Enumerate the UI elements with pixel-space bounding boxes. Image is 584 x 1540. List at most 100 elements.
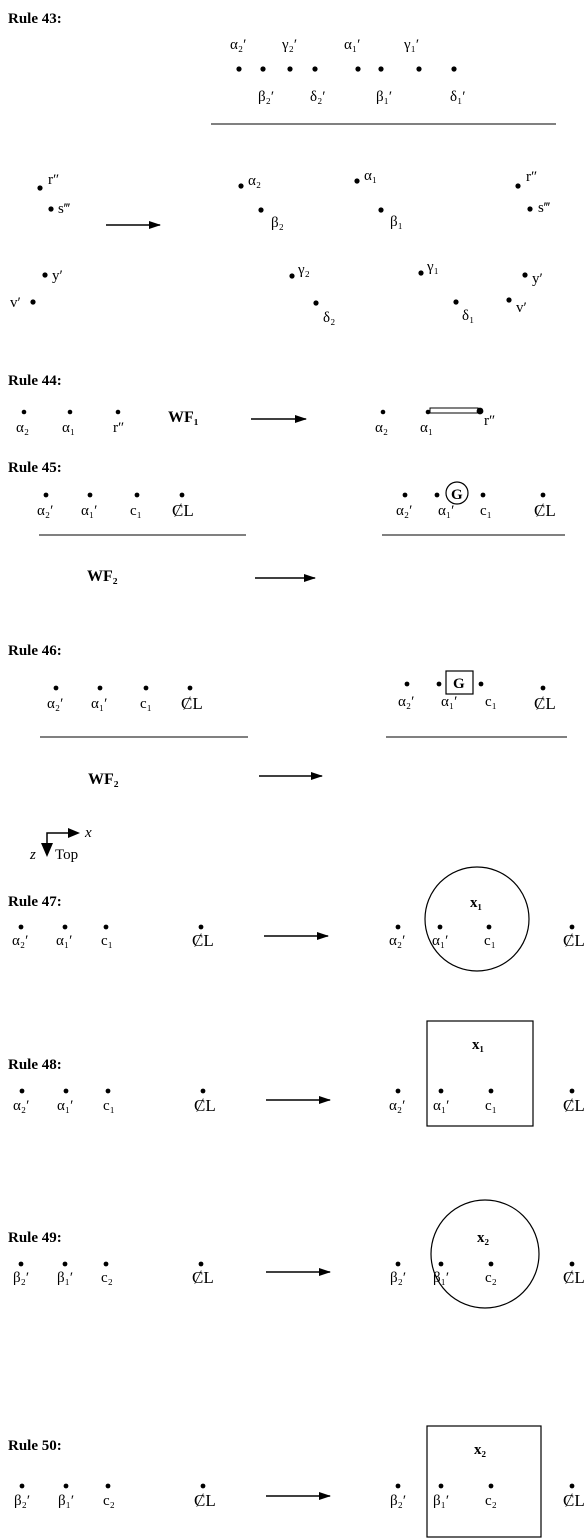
r45-right-label: c₁ <box>480 503 492 519</box>
point <box>103 1261 109 1267</box>
r47-left-label: α₁′ <box>56 933 72 949</box>
point <box>19 1088 25 1094</box>
point <box>453 299 459 305</box>
point <box>236 66 242 72</box>
point <box>354 178 360 184</box>
r43-right-label: y′ <box>532 271 543 287</box>
point <box>30 299 36 305</box>
point <box>569 1261 575 1267</box>
point <box>395 1483 401 1489</box>
point <box>418 270 424 276</box>
point <box>313 300 319 306</box>
r49-right-label: β₁′ <box>433 1270 449 1286</box>
r48-left-label: ȻL <box>194 1096 216 1115</box>
point <box>238 183 244 189</box>
r43-left-label: s‴ <box>58 201 71 217</box>
point <box>404 681 410 687</box>
point <box>478 681 484 687</box>
r43-right-label: γ₂ <box>297 262 310 278</box>
r43-top-label: γ₂′ <box>281 37 297 53</box>
r49-right-label: β₂′ <box>390 1270 406 1286</box>
point <box>436 681 442 687</box>
r45-right-label: ȻL <box>534 501 556 520</box>
rule-46-title: Rule 46: <box>8 643 62 659</box>
rule-50-title: Rule 50: <box>8 1438 62 1454</box>
r50-left-label: c₂ <box>103 1493 115 1509</box>
point <box>438 1483 444 1489</box>
rule-48: Rule 48: α₂′ α₁′ c₁ ȻL α₂′ x₁ α₁′ c₁ ȻL <box>8 1020 584 1127</box>
r43-top-label: α₁′ <box>344 37 360 53</box>
axis-z-arrowhead <box>41 843 53 857</box>
r48-left-label: α₂′ <box>13 1098 29 1114</box>
r43-right-label: α₁ <box>364 168 377 184</box>
r43-right-label: δ₂ <box>323 310 335 326</box>
group-box <box>426 1425 542 1538</box>
point <box>527 206 533 212</box>
point <box>434 492 440 498</box>
r43-right-label: β₁ <box>390 214 403 230</box>
point <box>488 1483 494 1489</box>
point <box>48 206 54 212</box>
r45-left-label: α₁′ <box>81 503 97 519</box>
point <box>488 1261 494 1267</box>
rule-45-title: Rule 45: <box>8 460 62 476</box>
rule-46: Rule 46: α₂′ α₁′ c₁ ȻL α₂′ α₁′ G c₁ ȻL W… <box>8 643 567 788</box>
r48-left-label: α₁′ <box>57 1098 73 1114</box>
axis-top-label: Top <box>55 847 78 863</box>
r46-left-label: ȻL <box>181 694 203 713</box>
r48-right-label: α₂′ <box>389 1098 405 1114</box>
point <box>289 273 295 279</box>
r45-left-label: ȻL <box>172 501 194 520</box>
r45-marker: G <box>451 487 463 503</box>
point <box>18 924 24 930</box>
r43-bottom-label: δ₂′ <box>310 89 326 105</box>
axis-x-label: x <box>84 825 92 841</box>
r43-right-label: β₂ <box>271 215 284 231</box>
point <box>134 492 140 498</box>
r46-right-label: c₁ <box>485 694 497 710</box>
rule-50: Rule 50: β₂′ β₁′ c₂ ȻL β₂′ x₂ β₁′ c₂ ȻL <box>8 1425 584 1538</box>
point <box>515 183 521 189</box>
r44-left-label: α₂ <box>16 420 29 436</box>
point <box>416 66 422 72</box>
r48-group-label: x₁ <box>472 1037 484 1053</box>
point <box>43 492 49 498</box>
r43-right-label: γ₁ <box>426 259 439 275</box>
r50-left-label: ȻL <box>194 1491 216 1510</box>
r47-left-label: ȻL <box>192 931 214 950</box>
axes-indicator: x z Top <box>29 825 92 863</box>
r50-right-label: β₁′ <box>433 1493 449 1509</box>
r43-top-label: γ₁′ <box>403 37 419 53</box>
point <box>540 492 546 498</box>
r44-right-label: α₁ <box>420 420 433 436</box>
group-box <box>426 1020 534 1127</box>
rule-45: Rule 45: α₂′ α₁′ c₁ ȻL α₂′ α₁′ G c₁ ȻL W… <box>8 460 565 585</box>
r48-right-label: c₁ <box>485 1098 497 1114</box>
r46-right-label: α₁′ <box>441 694 457 710</box>
r50-left-label: β₂′ <box>14 1493 30 1509</box>
r43-right-label: α₂ <box>248 173 261 189</box>
point <box>425 409 431 415</box>
r43-bottom-label: δ₁′ <box>450 89 466 105</box>
point <box>258 207 264 213</box>
r46-marker: G <box>453 676 465 692</box>
r45-operator: WF₂ <box>87 568 118 585</box>
r49-group-label: x₂ <box>477 1230 490 1246</box>
r46-right-label: α₂′ <box>398 694 414 710</box>
point <box>476 407 484 415</box>
r49-left-label: β₁′ <box>57 1270 73 1286</box>
rule-49: Rule 49: β₂′ β₁′ c₂ ȻL β₂′ x₂ β₁′ c₂ ȻL <box>8 1199 584 1309</box>
r45-right-label: α₂′ <box>396 503 412 519</box>
point <box>395 1088 401 1094</box>
point <box>62 924 68 930</box>
r48-right-label: α₁′ <box>433 1098 449 1114</box>
point <box>18 1261 24 1267</box>
r50-group-label: x₂ <box>474 1442 487 1458</box>
marker-box <box>445 670 474 695</box>
r46-right-label: ȻL <box>534 694 556 713</box>
point <box>63 1088 69 1094</box>
r43-right-label: r″ <box>526 169 537 185</box>
point <box>143 685 149 691</box>
axis-x-arrowhead <box>68 828 80 838</box>
